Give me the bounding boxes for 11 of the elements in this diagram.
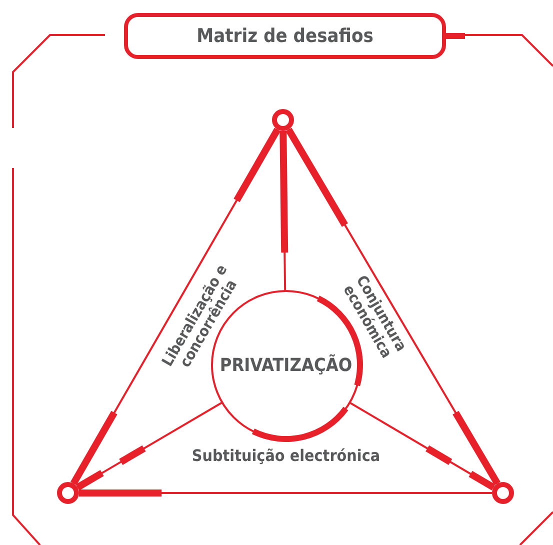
connector-line — [76, 402, 223, 490]
connector-line — [70, 128, 281, 486]
connector-line — [280, 130, 288, 292]
axis-label: Subtituição electrónica — [190, 448, 382, 465]
connector-line — [286, 128, 500, 486]
vertex-circle — [489, 479, 517, 507]
connector-line — [79, 490, 492, 496]
vertex-circle — [269, 106, 297, 134]
title: Matriz de desafios — [196, 25, 374, 47]
connector-line — [349, 402, 496, 490]
vertex-circle — [54, 479, 82, 507]
